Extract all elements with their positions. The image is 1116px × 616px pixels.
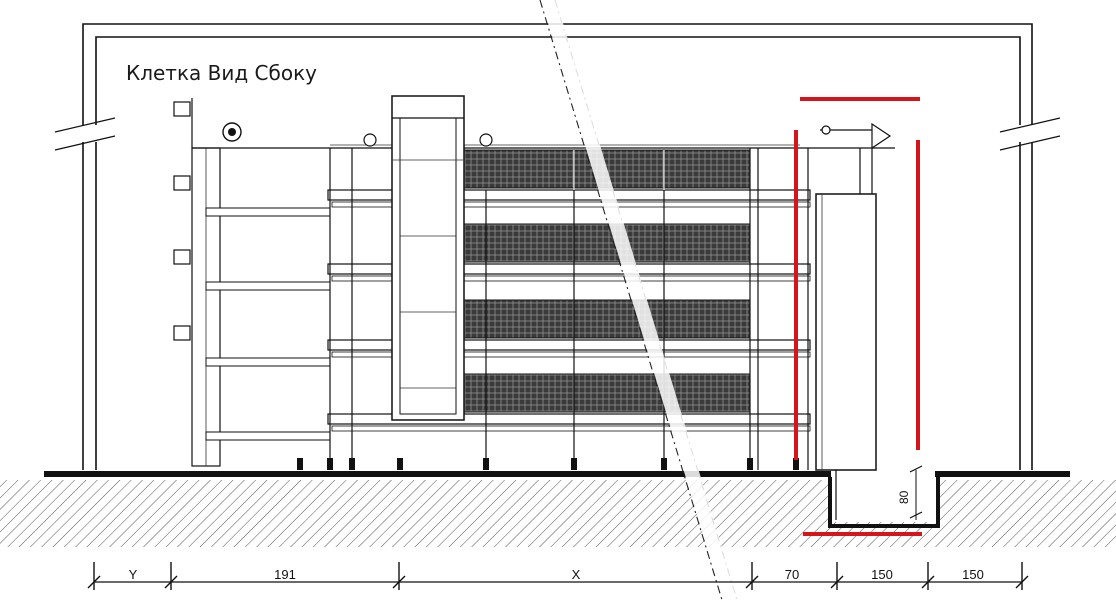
cage-structure [173,95,895,471]
mesh-cages [463,149,751,413]
cage-tiers [205,189,811,441]
diagram-title: Клетка Вид Сбоку [126,61,317,85]
feet [297,458,799,470]
highlight-lines [794,97,922,536]
dim-pit-depth: 80 [897,490,911,504]
dim-150-b: 150 [962,567,984,582]
dim-150-a: 150 [871,567,893,582]
section-break-lines [539,0,738,601]
elevator-column [363,95,493,421]
dim-x: X [572,567,581,582]
posts [329,148,809,470]
dim-191: 191 [274,567,296,582]
lamp-fixtures [173,101,191,341]
end-box [810,122,895,471]
bottom-dimensions: Y 191 X 70 150 150 [87,562,1029,590]
dim-y: Y [129,567,138,582]
ground [0,470,1116,547]
dim-70: 70 [785,567,799,582]
pit-depth-dimension: 80 [897,465,923,520]
